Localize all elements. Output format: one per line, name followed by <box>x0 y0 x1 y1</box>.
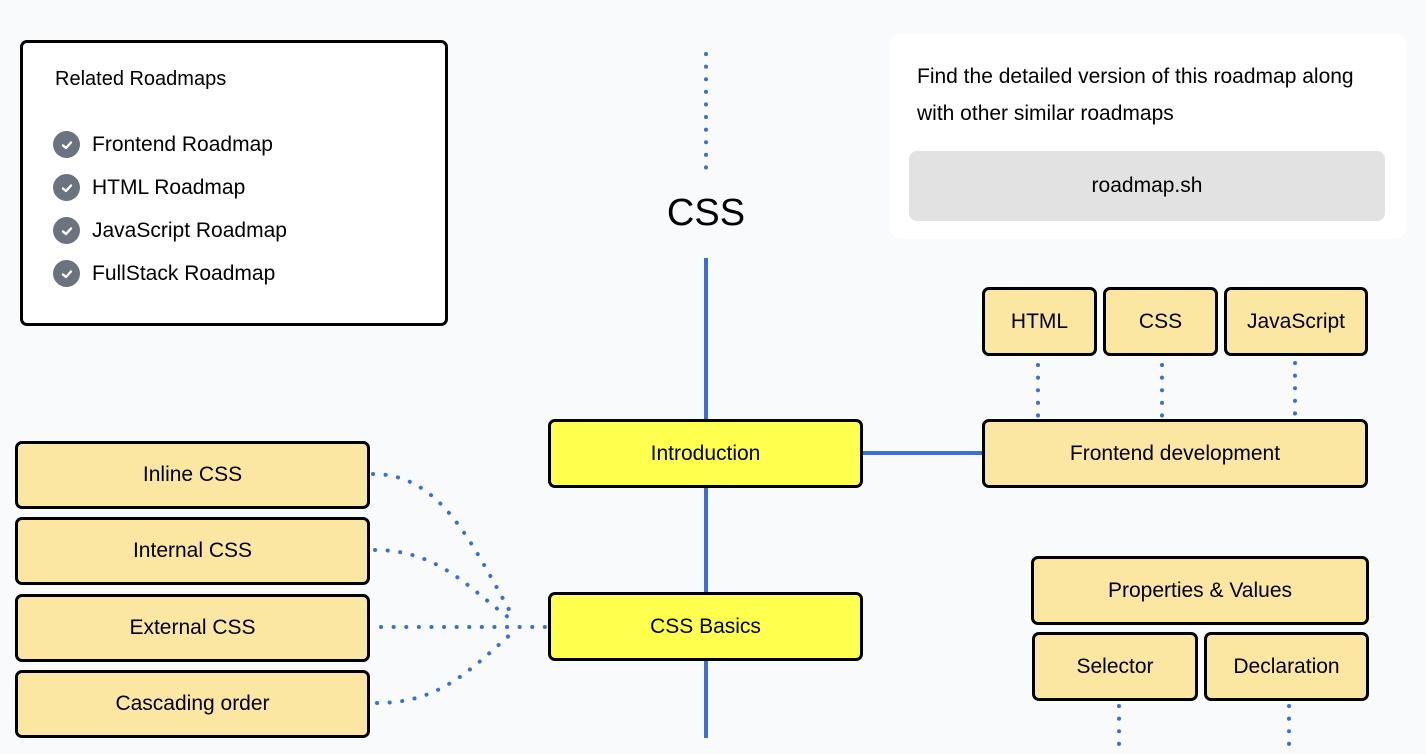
related-roadmaps-list: Frontend Roadmap HTML Roadmap JavaScript… <box>53 123 287 295</box>
connector-cascading-basics <box>375 631 514 705</box>
related-item-label: HTML Roadmap <box>92 175 246 199</box>
related-item-label: JavaScript Roadmap <box>92 218 287 242</box>
check-circle-icon <box>53 217 80 244</box>
node-cascading-order[interactable]: Cascading order <box>15 670 370 738</box>
node-html[interactable]: HTML <box>982 287 1097 356</box>
check-circle-icon <box>53 174 80 201</box>
related-item-frontend[interactable]: Frontend Roadmap <box>53 123 287 166</box>
node-selector[interactable]: Selector <box>1032 632 1198 701</box>
related-item-html[interactable]: HTML Roadmap <box>53 166 287 209</box>
roadmap-title: CSS <box>666 192 746 234</box>
detailed-version-panel: Find the detailed version of this roadma… <box>890 34 1406 239</box>
node-internal-css[interactable]: Internal CSS <box>15 517 370 585</box>
connector-inline-basics <box>371 472 514 617</box>
check-circle-icon <box>53 260 80 287</box>
related-item-label: FullStack Roadmap <box>92 261 276 285</box>
node-css-basics[interactable]: CSS Basics <box>548 592 863 661</box>
roadmap-sh-button[interactable]: roadmap.sh <box>909 151 1385 221</box>
check-circle-icon <box>53 131 80 158</box>
related-roadmaps-title: Related Roadmaps <box>55 68 227 90</box>
related-item-label: Frontend Roadmap <box>92 132 273 156</box>
related-roadmaps-panel: Related Roadmaps Frontend Roadmap HTML R… <box>20 40 448 326</box>
connector-internal-basics <box>373 548 514 622</box>
node-declaration[interactable]: Declaration <box>1204 632 1369 701</box>
node-css[interactable]: CSS <box>1103 287 1218 356</box>
node-javascript[interactable]: JavaScript <box>1224 287 1368 356</box>
node-inline-css[interactable]: Inline CSS <box>15 441 370 509</box>
detailed-version-text: Find the detailed version of this roadma… <box>917 65 1354 125</box>
node-frontend-development[interactable]: Frontend development <box>982 419 1368 488</box>
node-external-css[interactable]: External CSS <box>15 594 370 662</box>
node-introduction[interactable]: Introduction <box>548 419 863 488</box>
related-item-fullstack[interactable]: FullStack Roadmap <box>53 252 287 295</box>
related-item-javascript[interactable]: JavaScript Roadmap <box>53 209 287 252</box>
node-properties-values[interactable]: Properties & Values <box>1031 556 1369 625</box>
